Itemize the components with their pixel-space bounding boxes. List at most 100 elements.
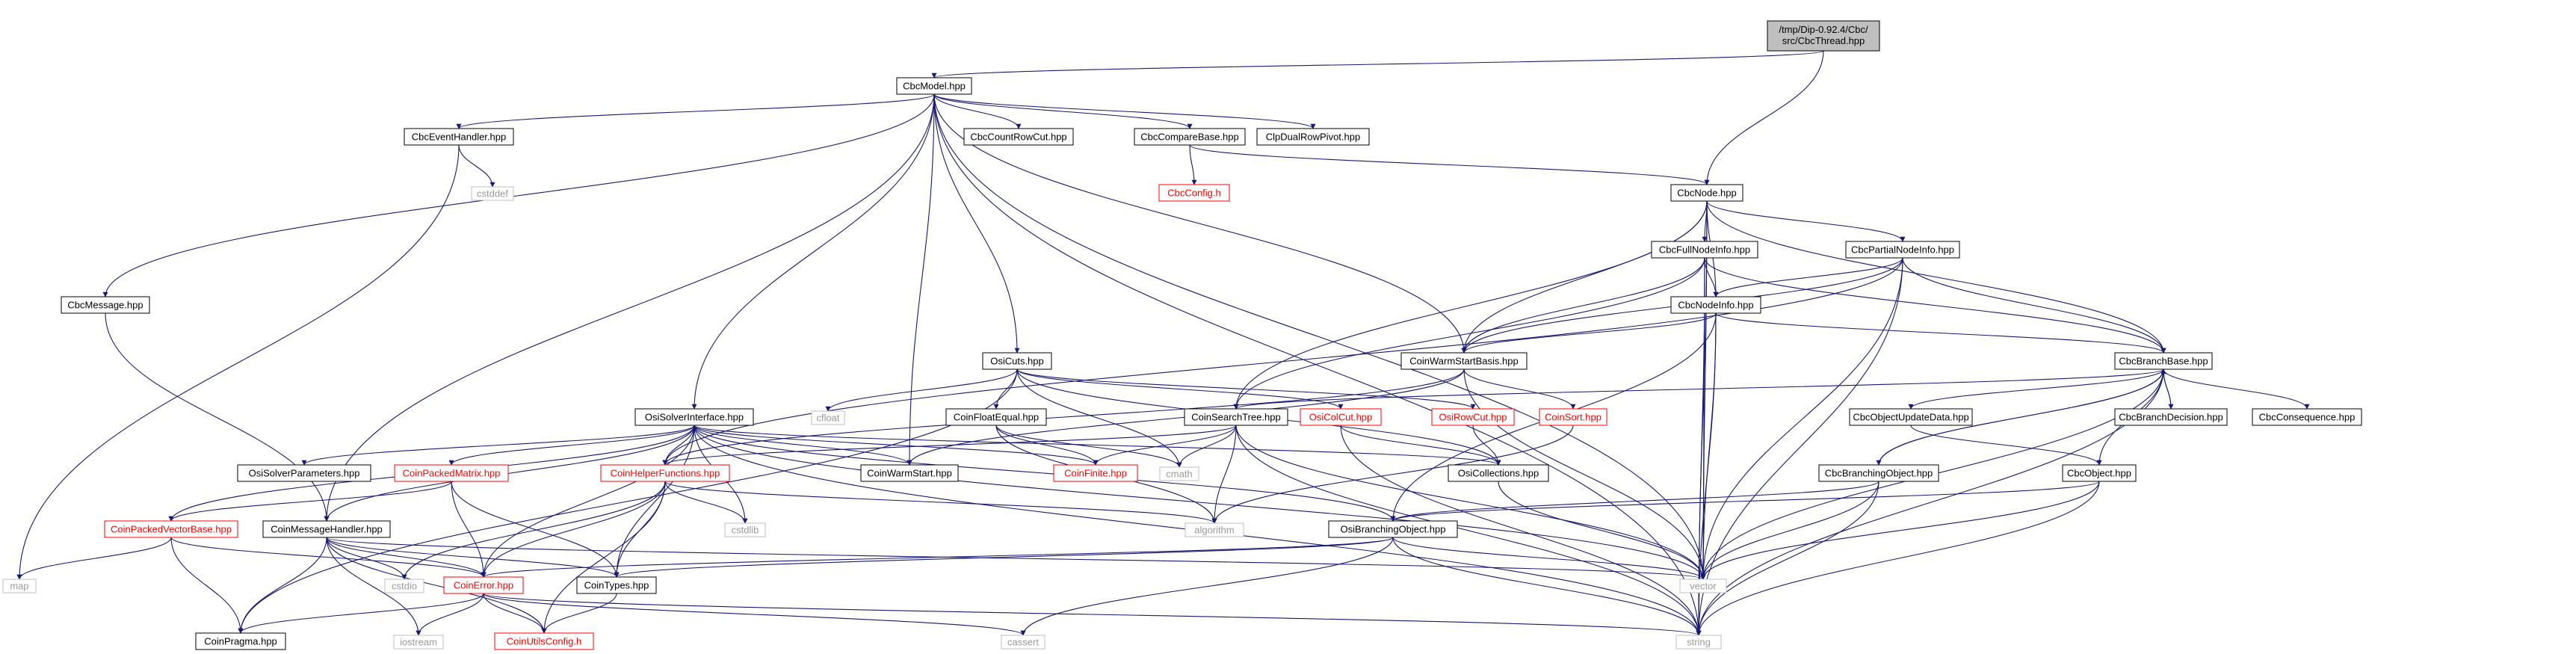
node-label-cbcmessage: CbcMessage.hpp bbox=[67, 300, 143, 311]
node-box-cassert bbox=[1001, 635, 1045, 650]
node-helperfunctions[interactable]: CoinHelperFunctions.hpp bbox=[600, 464, 730, 482]
node-coinsort[interactable]: CoinSort.hpp bbox=[1539, 408, 1607, 426]
edge-searchtree-to-coinfinite bbox=[1093, 425, 1237, 466]
node-box-map bbox=[2, 579, 37, 593]
node-osicolcut[interactable]: OsiColCut.hpp bbox=[1300, 408, 1382, 426]
node-box-root bbox=[1767, 20, 1880, 52]
node-map: map bbox=[2, 579, 37, 593]
node-solverparams[interactable]: OsiSolverParameters.hpp bbox=[237, 464, 371, 482]
node-solverinterface[interactable]: OsiSolverInterface.hpp bbox=[634, 408, 754, 426]
node-coinfinite[interactable]: CoinFinite.hpp bbox=[1053, 464, 1138, 482]
edge-partialnodeinfo-to-vector bbox=[1700, 257, 1903, 580]
node-eventhandler[interactable]: CbcEventHandler.hpp bbox=[404, 128, 514, 146]
node-coinpragma[interactable]: CoinPragma.hpp bbox=[195, 632, 286, 650]
node-root[interactable]: /tmp/Dip-0.92.4/Cbc/src/CbcThread.hpp bbox=[1767, 20, 1880, 52]
edge-cbcmodel-to-eventhandler bbox=[456, 93, 935, 129]
node-label-coinerror: CoinError.hpp bbox=[454, 580, 513, 591]
edge-messagehandler-to-utilsconfig bbox=[326, 537, 547, 634]
node-cbcobject[interactable]: CbcObject.hpp bbox=[2062, 464, 2137, 482]
node-warmstartbasis[interactable]: CoinWarmStartBasis.hpp bbox=[1400, 352, 1528, 370]
node-label-coinsort: CoinSort.hpp bbox=[1545, 412, 1601, 423]
node-box-osibranchingobject bbox=[1328, 520, 1458, 538]
edge-solverinterface-to-vector bbox=[694, 425, 1706, 580]
node-label-coinpragma: CoinPragma.hpp bbox=[204, 636, 277, 647]
edge-coinerror-to-cassert bbox=[483, 593, 1026, 636]
edge-helperfunctions-to-algorithm bbox=[664, 481, 1217, 524]
node-cbcmessage[interactable]: CbcMessage.hpp bbox=[61, 296, 150, 314]
edge-solverinterface-to-osibranchingobject bbox=[694, 425, 1396, 522]
node-box-coinpragma bbox=[195, 632, 286, 650]
node-label-line-1: src/CbcThread.hpp bbox=[1782, 35, 1865, 46]
node-packedvectorbase[interactable]: CoinPackedVectorBase.hpp bbox=[104, 520, 238, 538]
node-box-messagehandler bbox=[262, 520, 391, 538]
edge-coinerror-to-utilsconfig bbox=[483, 593, 547, 634]
node-label-utilsconfig: CoinUtilsConfig.h bbox=[507, 636, 581, 647]
edge-branchbase-to-consequence bbox=[2163, 368, 2310, 410]
edge-floatequal-to-cmath bbox=[995, 425, 1182, 468]
node-label-branchdecision: CbcBranchDecision.hpp bbox=[2119, 412, 2223, 423]
node-box-cfloat bbox=[811, 410, 845, 425]
edge-cbcnode-to-warmstartbasis bbox=[1461, 200, 1708, 354]
node-consequence[interactable]: CbcConsequence.hpp bbox=[2252, 408, 2362, 426]
edge-cbcnode-to-branchbase bbox=[1706, 200, 2166, 354]
edge-cbcobject-to-string bbox=[1696, 481, 2100, 636]
edge-coinsort-to-algorithm bbox=[1211, 425, 1574, 524]
node-box-solverparams bbox=[237, 464, 371, 482]
edge-coinerror-to-string bbox=[483, 593, 1702, 636]
node-branchbase[interactable]: CbcBranchBase.hpp bbox=[2114, 352, 2213, 370]
edge-warmstartbasis-to-vector bbox=[1463, 368, 1706, 580]
node-floatequal[interactable]: CoinFloatEqual.hpp bbox=[945, 408, 1047, 426]
node-label-root: /tmp/Dip-0.92.4/Cbc/src/CbcThread.hpp bbox=[1779, 24, 1868, 46]
edge-searchtree-to-cmath bbox=[1176, 425, 1237, 468]
node-box-branchingobject bbox=[1818, 464, 1939, 482]
node-branchingobject[interactable]: CbcBranchingObject.hpp bbox=[1818, 464, 1939, 482]
node-coinwarmstart[interactable]: CoinWarmStart.hpp bbox=[860, 464, 959, 482]
edge-fullnodeinfo-to-searchtree bbox=[1233, 257, 1705, 410]
node-label-countrowcut: CbcCountRowCut.hpp bbox=[970, 132, 1066, 143]
node-label-clpdualrowpivot: ClpDualRowPivot.hpp bbox=[1266, 132, 1360, 143]
node-cbcnodeinfo[interactable]: CbcNodeInfo.hpp bbox=[1670, 296, 1761, 314]
node-coinerror[interactable]: CoinError.hpp bbox=[443, 576, 524, 594]
node-box-floatequal bbox=[945, 408, 1047, 426]
node-label-cbcmodel: CbcModel.hpp bbox=[903, 81, 966, 92]
node-objupdate[interactable]: CbcObjectUpdateData.hpp bbox=[1849, 408, 1973, 426]
node-osirowcut[interactable]: OsiRowCut.hpp bbox=[1431, 408, 1515, 426]
edge-cbcmodel-to-string bbox=[933, 93, 1702, 636]
node-cointypes[interactable]: CoinTypes.hpp bbox=[576, 576, 657, 594]
node-box-branchbase bbox=[2114, 352, 2213, 370]
edge-fullnodeinfo-to-warmstartbasis bbox=[1461, 257, 1705, 354]
edge-packedvectorbase-to-coinerror bbox=[170, 537, 487, 578]
node-osibranchingobject[interactable]: OsiBranchingObject.hpp bbox=[1328, 520, 1458, 538]
node-box-osirowcut bbox=[1431, 408, 1515, 426]
node-searchtree[interactable]: CoinSearchTree.hpp bbox=[1184, 408, 1288, 426]
edge-osicolcut-to-osicollections bbox=[1340, 425, 1501, 466]
node-cbcmodel[interactable]: CbcModel.hpp bbox=[896, 77, 972, 95]
edge-root-to-cbcnode bbox=[1704, 50, 1824, 185]
node-box-consequence bbox=[2252, 408, 2362, 426]
node-messagehandler[interactable]: CoinMessageHandler.hpp bbox=[262, 520, 391, 538]
node-packedmatrix[interactable]: CoinPackedMatrix.hpp bbox=[394, 464, 509, 482]
node-clpdualrowpivot[interactable]: ClpDualRowPivot.hpp bbox=[1256, 128, 1370, 146]
edge-eventhandler-to-cstddef bbox=[458, 144, 495, 188]
node-label-warmstartbasis: CoinWarmStartBasis.hpp bbox=[1409, 356, 1518, 367]
node-osicuts[interactable]: OsiCuts.hpp bbox=[982, 352, 1052, 370]
node-branchdecision[interactable]: CbcBranchDecision.hpp bbox=[2114, 408, 2228, 426]
node-fullnodeinfo[interactable]: CbcFullNodeInfo.hpp bbox=[1651, 241, 1758, 259]
node-utilsconfig[interactable]: CoinUtilsConfig.h bbox=[494, 632, 594, 650]
node-box-coinfinite bbox=[1053, 464, 1138, 482]
node-comparebase[interactable]: CbcCompareBase.hpp bbox=[1134, 128, 1246, 146]
node-cbcnode[interactable]: CbcNode.hpp bbox=[1670, 184, 1743, 202]
edge-coinerror-to-iostream bbox=[416, 593, 484, 636]
node-label-coinwarmstart: CoinWarmStart.hpp bbox=[867, 468, 952, 479]
edge-cbcmodel-to-solverinterface bbox=[691, 93, 935, 410]
node-box-cbcmessage bbox=[61, 296, 150, 314]
edge-osibranchingobject-to-cointypes bbox=[614, 537, 1394, 578]
edge-solverinterface-to-coinwarmstart bbox=[694, 425, 912, 466]
node-partialnodeinfo[interactable]: CbcPartialNodeInfo.hpp bbox=[1845, 241, 1960, 259]
node-osicollections[interactable]: OsiCollections.hpp bbox=[1448, 464, 1549, 482]
node-box-osicolcut bbox=[1300, 408, 1382, 426]
node-box-cbcconfig bbox=[1158, 184, 1230, 202]
node-cbcconfig[interactable]: CbcConfig.h bbox=[1158, 184, 1230, 202]
node-box-cstdlib bbox=[724, 522, 766, 537]
node-countrowcut[interactable]: CbcCountRowCut.hpp bbox=[963, 128, 1074, 146]
